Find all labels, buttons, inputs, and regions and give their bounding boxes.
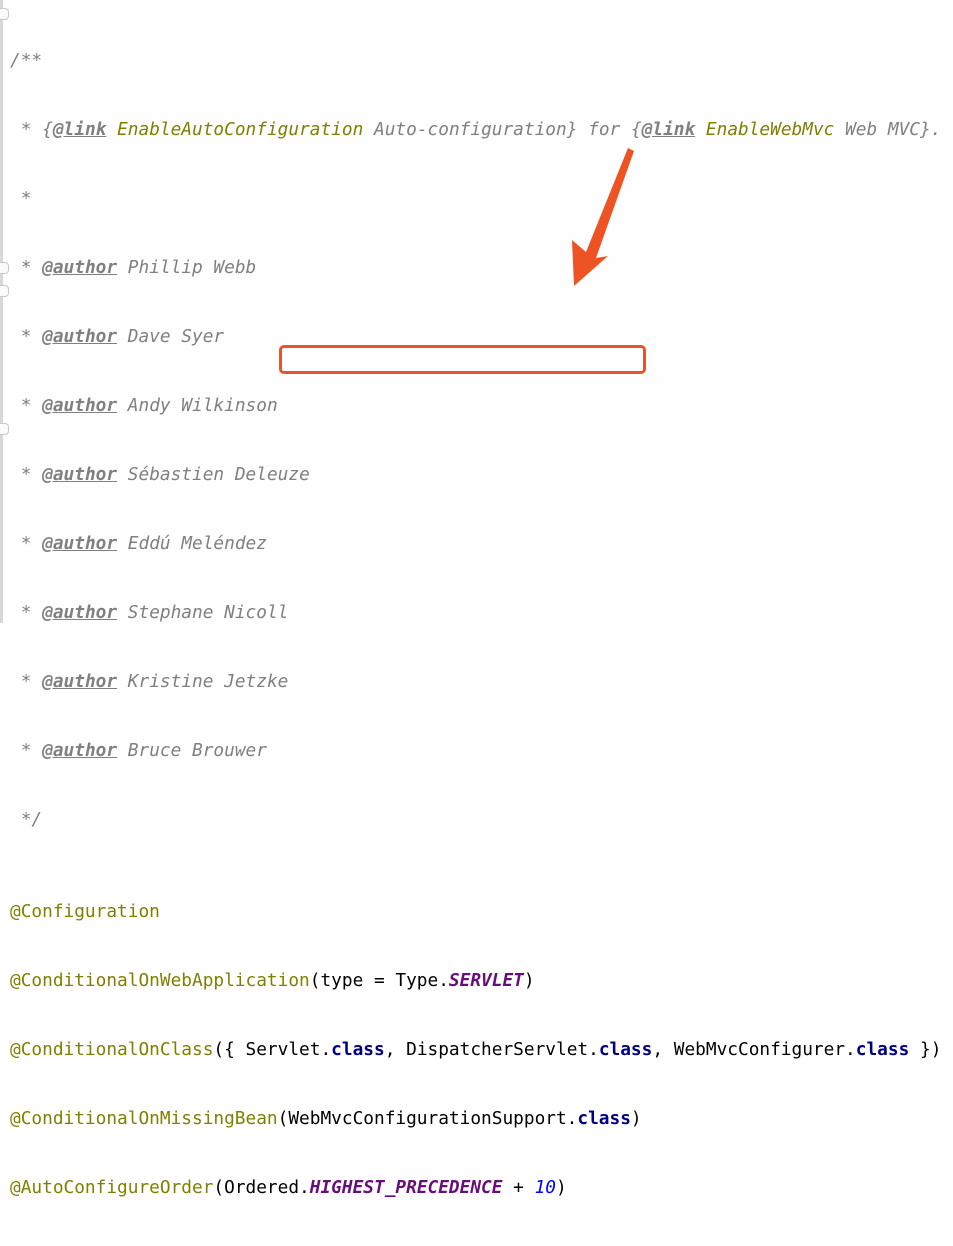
javadoc-close: */	[10, 809, 43, 830]
fold-marker-icon[interactable]	[0, 8, 9, 20]
javadoc-author: * @author Dave Syer	[10, 326, 225, 347]
javadoc-author: * @author Phillip Webb	[10, 257, 257, 278]
annotation-configuration: @Configuration	[10, 901, 160, 922]
annotation-auto-configure-after: @AutoConfigureAfter({ DispatcherServletA…	[10, 1245, 941, 1246]
javadoc-author: * @author Stephane Nicoll	[10, 602, 289, 623]
javadoc-link-tag: @link	[52, 119, 107, 140]
fold-marker-icon[interactable]	[0, 285, 9, 297]
annotation-on-class: @ConditionalOnClass({ Servlet.class, Dis…	[10, 1039, 942, 1060]
code-content[interactable]: /** * {@link EnableAutoConfiguration Aut…	[10, 3, 941, 1246]
annotation-auto-configure-order: @AutoConfigureOrder(Ordered.HIGHEST_PREC…	[10, 1177, 567, 1198]
javadoc-author: * @author Sébastien Deleuze	[10, 464, 310, 485]
javadoc-open: /**	[10, 50, 43, 71]
javadoc-summary: * {@link EnableAutoConfiguration Auto-co…	[10, 119, 942, 140]
fold-marker-icon[interactable]	[0, 423, 9, 435]
annotation-on-missing-bean: @ConditionalOnMissingBean(WebMvcConfigur…	[10, 1108, 642, 1129]
fold-marker-icon[interactable]	[0, 262, 9, 274]
javadoc-author: * @author Kristine Jetzke	[10, 671, 289, 692]
javadoc-link-ref[interactable]: EnableWebMvc	[705, 119, 835, 140]
javadoc-link-ref[interactable]: EnableAutoConfiguration	[117, 119, 364, 140]
editor-gutter	[0, 0, 3, 623]
javadoc-author: * @author Bruce Brouwer	[10, 740, 267, 761]
javadoc-blank: *	[10, 188, 32, 209]
annotation-on-web-application: @ConditionalOnWebApplication(type = Type…	[10, 970, 535, 991]
javadoc-author: * @author Andy Wilkinson	[10, 395, 278, 416]
code-editor[interactable]: /** * {@link EnableAutoConfiguration Aut…	[0, 0, 953, 1198]
javadoc-link-tag: @link	[641, 119, 696, 140]
javadoc-author: * @author Eddú Meléndez	[10, 533, 267, 554]
